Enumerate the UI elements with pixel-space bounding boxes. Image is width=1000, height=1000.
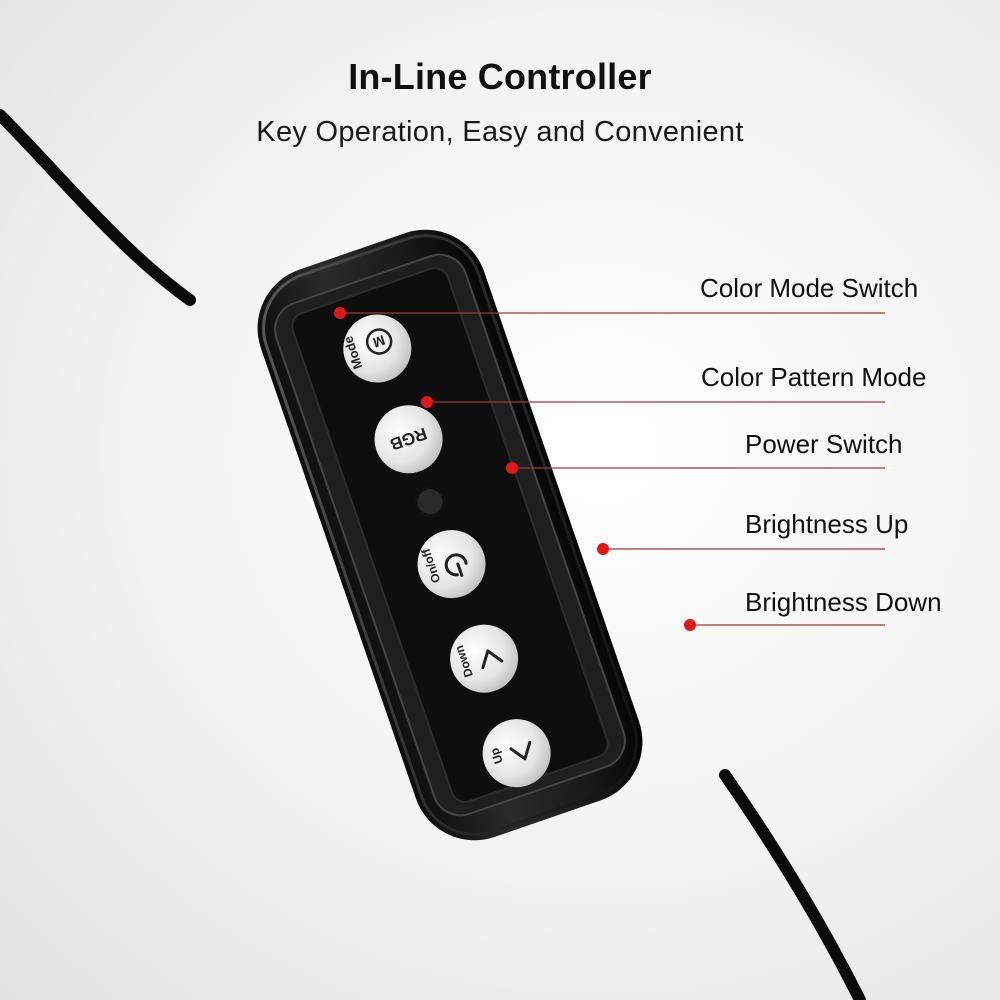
cable-bottom [719,769,866,1000]
callout-dot-1 [421,396,433,408]
power-icon [444,553,468,577]
power-button[interactable]: On/off [408,521,494,607]
callout-dot-0 [334,307,346,319]
up-button[interactable]: Up [473,710,559,796]
callout-label-power-switch: Power Switch [745,429,903,459]
callout-label-brightness-up: Brightness Up [745,509,909,539]
callout-dot-3 [597,543,609,555]
page-title: In-Line Controller [348,56,652,97]
callout-dot-4 [684,619,696,631]
callout-lines [334,307,885,631]
svg-text:M: M [371,332,387,351]
controller-body: M Mode RGB On/off D [257,229,643,841]
chevron-up-icon [509,740,532,761]
chevron-down-icon [481,649,504,669]
indicator-light [414,486,446,518]
down-button[interactable]: Down [441,615,527,701]
callout-label-brightness-down: Brightness Down [745,587,942,617]
svg-text:Up: Up [487,746,505,766]
page-subtitle: Key Operation, Easy and Convenient [256,116,744,148]
rgb-button[interactable]: RGB [365,396,451,482]
mode-icon [365,328,393,355]
callout-label-color-pattern-mode: Color Pattern Mode [701,362,927,392]
callout-label-color-mode-switch: Color Mode Switch [700,273,919,303]
cable-top [0,109,196,306]
callout-dot-2 [506,462,518,474]
